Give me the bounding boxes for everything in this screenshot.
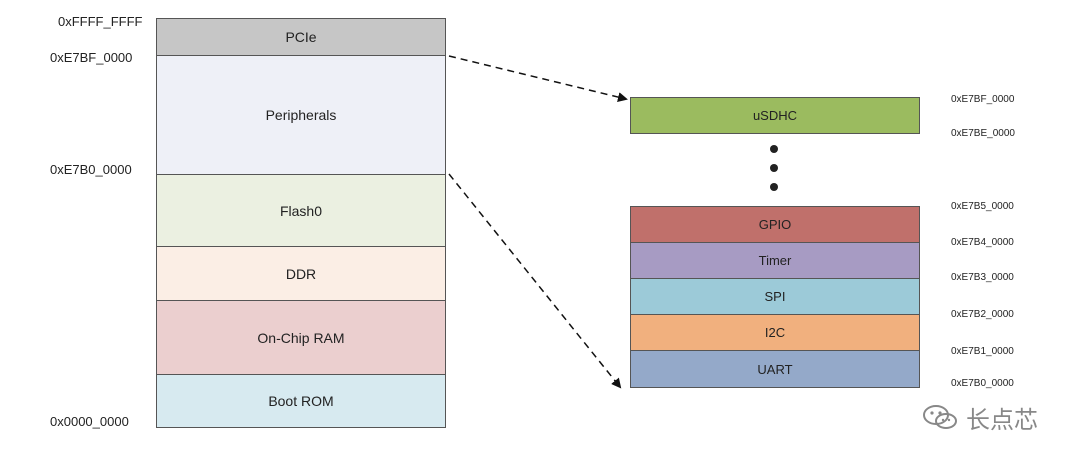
wechat-icon	[923, 404, 957, 429]
address-timer-top: 0xE7B4_0000	[951, 237, 1014, 248]
address-peripheral-base-label: 0xE7B0_0000	[50, 162, 132, 177]
watermark: 长点芯	[922, 400, 1038, 435]
arrow-to-usdhc	[448, 55, 628, 102]
address-gpio-top: 0xE7B5_0000	[951, 201, 1014, 212]
address-bottom-label: 0x0000_0000	[50, 414, 129, 429]
ellipsis-dot-3	[770, 183, 778, 191]
address-uart-top: 0xE7B1_0000	[951, 346, 1014, 357]
peripheral-timer: Timer	[630, 242, 920, 279]
ellipsis-dot-1	[770, 145, 778, 153]
peripheral-i2c: I2C	[630, 314, 920, 351]
peripheral-spi: SPI	[630, 278, 920, 315]
address-uart-bottom: 0xE7B0_0000	[951, 378, 1014, 389]
address-usdhc-bottom: 0xE7BE_0000	[951, 128, 1015, 139]
ellipsis-dot-2	[770, 164, 778, 172]
region-peripherals: Peripherals	[156, 55, 446, 175]
address-top-label: 0xFFFF_FFFF	[58, 14, 143, 29]
address-i2c-top: 0xE7B2_0000	[951, 309, 1014, 320]
peripheral-gpio: GPIO	[630, 206, 920, 243]
region-ddr: DDR	[156, 246, 446, 301]
watermark-text: 长点芯	[966, 407, 1038, 434]
peripheral-uart: UART	[630, 350, 920, 388]
region-flash0: Flash0	[156, 174, 446, 247]
region-onchip-ram: On-Chip RAM	[156, 300, 446, 375]
region-boot-rom: Boot ROM	[156, 374, 446, 428]
address-usdhc-top: 0xE7BF_0000	[951, 94, 1015, 105]
region-pcie: PCIe	[156, 18, 446, 56]
address-pcie-base-label: 0xE7BF_0000	[50, 50, 133, 65]
peripheral-usdhc: uSDHC	[630, 97, 920, 134]
arrow-to-uart	[448, 173, 622, 389]
address-spi-top: 0xE7B3_0000	[951, 272, 1014, 283]
